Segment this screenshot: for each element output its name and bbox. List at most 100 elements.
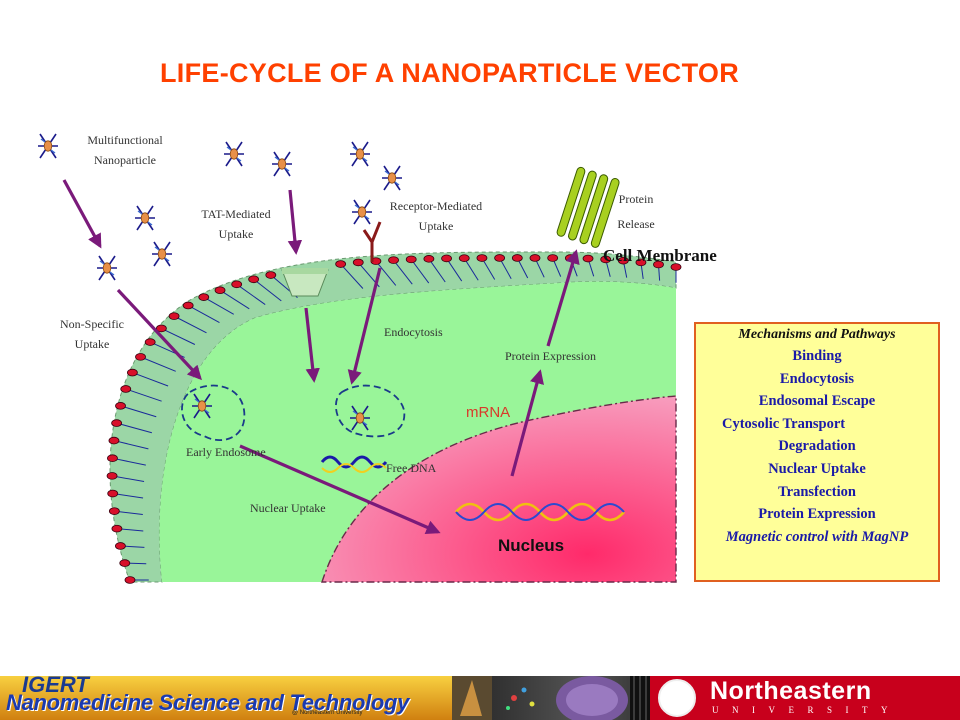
label-early-endosome: Early Endosome	[186, 445, 266, 459]
label-tat-mediated-uptake: TAT-Mediated Uptake	[201, 207, 271, 241]
lipid-head	[182, 301, 194, 310]
mechanisms-title: Mechanisms and Pathways	[738, 327, 896, 342]
lipid-head	[458, 254, 470, 262]
lipid-tail	[236, 283, 266, 305]
free-dna-strand	[320, 455, 388, 469]
footer-collage-image	[452, 676, 650, 720]
lipid-tail	[116, 422, 152, 434]
lipid-tail	[161, 327, 196, 345]
lipid-tail	[132, 372, 169, 387]
university-seal-icon	[658, 679, 696, 717]
early-endosome-right	[335, 384, 406, 438]
lipid-head	[388, 256, 399, 264]
lipid-head	[352, 258, 364, 267]
lipid-tail	[481, 257, 496, 280]
early-endosome-left	[181, 384, 246, 441]
lipid-head	[476, 254, 488, 262]
receptor	[362, 221, 382, 262]
lipid-head	[111, 524, 123, 533]
mechanism-item: Magnetic control with MagNP	[725, 528, 909, 545]
lipid-tail	[375, 260, 397, 286]
lipid-head	[617, 256, 629, 265]
lipid-head	[653, 260, 664, 269]
label-nuclear-uptake: Nuclear Uptake	[250, 501, 326, 515]
lipid-head	[144, 338, 156, 346]
label-nucleus: Nucleus	[498, 536, 565, 555]
lipid-tail	[140, 356, 176, 372]
label-mrna: mRNA	[466, 404, 511, 421]
lipid-head	[198, 293, 210, 301]
label-endocytosis: Endocytosis	[384, 325, 443, 339]
lipid-tail	[173, 315, 207, 334]
lipid-head	[248, 275, 260, 284]
lipid-tail	[393, 259, 413, 285]
program-title: Nanomedicine Science and Technology	[6, 690, 410, 715]
mechanism-item: Endocytosis	[779, 370, 855, 387]
footer-image-strip	[452, 676, 650, 720]
mechanism-item: Transfection	[778, 483, 856, 500]
lipid-head	[108, 507, 120, 515]
lipid-head	[529, 254, 541, 262]
mechanism-item: Degradation	[778, 438, 856, 455]
lipid-tail	[187, 305, 220, 323]
nucleus	[321, 395, 677, 583]
lipid-head	[670, 263, 682, 271]
lipid-head	[547, 254, 559, 262]
mechanism-item: Cytosolic Transport	[722, 415, 846, 432]
lipid-head	[124, 576, 136, 584]
label-protein-expression: Protein Expression	[505, 349, 596, 363]
program-subtitle: @ Northeastern University	[292, 710, 363, 716]
lipid-head	[107, 454, 118, 462]
lipid-tail	[463, 257, 479, 281]
lipid-head	[115, 402, 126, 410]
university-subtitle: UNIVERSITY	[712, 705, 901, 715]
lipid-head	[600, 255, 612, 264]
label-non-specific-uptake: Non-Specific Uptake	[60, 317, 124, 351]
lipid-tail	[340, 263, 364, 289]
lipid-head	[441, 254, 452, 263]
lipid-head	[155, 324, 167, 333]
lipid-tail	[112, 457, 146, 466]
released-protein	[556, 166, 620, 248]
lipid-head	[108, 436, 120, 445]
lipid-head	[214, 286, 226, 295]
page-title: LIFE-CYCLE OF A NANOPARTICLE VECTOR	[160, 58, 740, 88]
lipid-head	[231, 280, 243, 289]
mechanism-item: Nuclear Uptake	[768, 460, 866, 477]
lipid-head	[635, 258, 647, 267]
lipid-head	[265, 271, 277, 279]
lipid-head	[582, 254, 594, 263]
igert-banner: IGERT Nanomedicine Science and Technolog…	[0, 676, 452, 720]
lipid-head	[335, 260, 347, 268]
lipid-head	[126, 368, 138, 377]
label-free-dna: Free DNA	[386, 461, 437, 475]
label-protein-release: Protein Release	[617, 192, 655, 231]
lipid-head	[120, 385, 132, 393]
university-name: Northeastern	[710, 677, 872, 705]
lipid-head	[106, 472, 118, 480]
northeastern-banner: Northeastern UNIVERSITY	[650, 676, 960, 720]
lipid-tail	[203, 296, 234, 315]
membrane-lipids	[106, 254, 682, 584]
mechanism-item: Protein Expression	[758, 506, 876, 523]
mechanisms-box: Mechanisms and Pathways Binding Endocyto…	[694, 322, 940, 582]
lipid-head	[107, 489, 119, 498]
pathway-arrows	[62, 179, 580, 535]
mechanism-item: Binding	[792, 348, 842, 364]
label-cell-membrane: Cell Membrane	[603, 246, 717, 265]
igert-logo-text: IGERT	[22, 676, 89, 697]
lipid-tail	[253, 278, 282, 302]
lipid-tail	[446, 258, 463, 282]
nanoparticle-lifecycle-diagram	[37, 133, 682, 584]
lipid-head	[135, 353, 146, 361]
lipid-tail	[125, 388, 162, 402]
lipid-tail	[410, 259, 430, 284]
mechanisms-list: Binding Endocytosis Endosomal Escape Cyt…	[696, 345, 938, 548]
lipid-tail	[113, 440, 149, 450]
lipid-head	[119, 559, 131, 567]
label-multifunctional-nanoparticle: Multifunctional Nanoparticle	[87, 133, 163, 167]
footer-banner: IGERT Nanomedicine Science and Technolog…	[0, 676, 960, 720]
lipid-tail	[120, 405, 157, 418]
lipid-head	[168, 312, 180, 320]
lipid-head	[115, 542, 126, 550]
